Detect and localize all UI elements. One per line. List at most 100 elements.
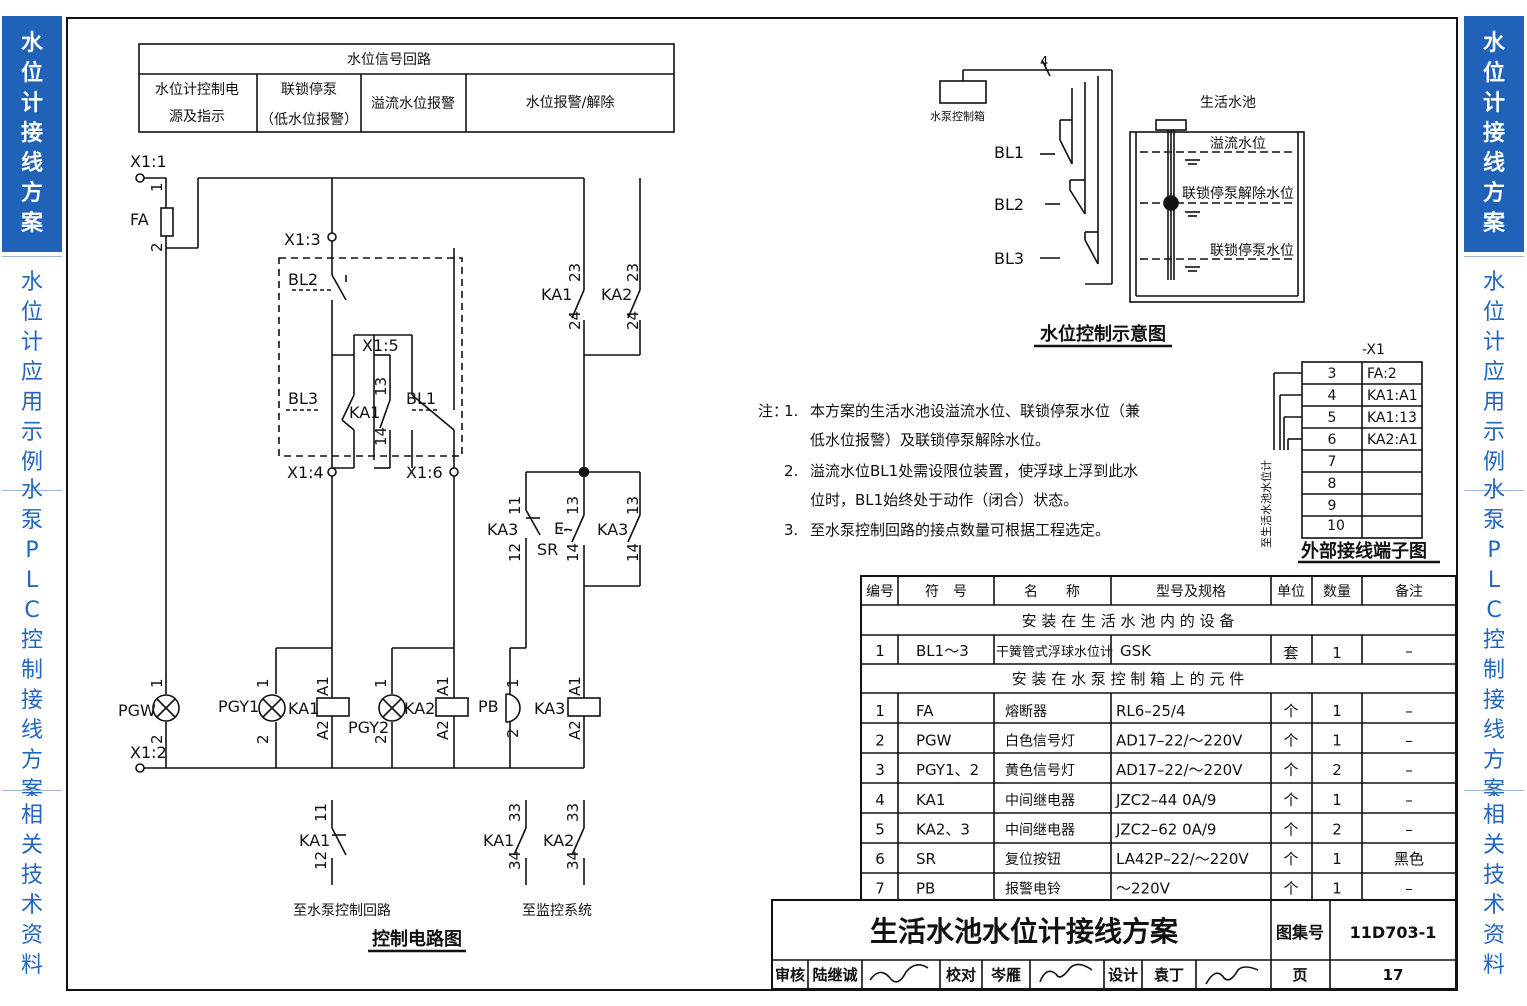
cell-sym: KA1: [916, 791, 945, 809]
th-unit: 单位: [1277, 584, 1305, 600]
design-label: 设计: [1108, 966, 1138, 984]
cell-note: –: [1405, 761, 1413, 779]
num-ka2-34: 34: [564, 851, 582, 870]
cell-qty: 1: [1332, 702, 1342, 720]
num-pgy1-1: 1: [254, 678, 272, 688]
label-to-monitor-system: 至监控系统: [522, 903, 592, 919]
header-col2-line2: （低水位报警）: [260, 112, 358, 128]
cell-no: 1: [875, 642, 885, 660]
page-number: 17: [1383, 966, 1404, 984]
cell-no: 6: [875, 850, 885, 868]
label-ka3-1112: KA3: [487, 520, 518, 539]
label-ka1-2324: KA1: [541, 285, 572, 304]
label-x1-6: X1:6: [406, 463, 443, 482]
cell-qty: 1: [1332, 644, 1342, 662]
right-tab-wiring-scheme[interactable]: 水位计接线方案: [1464, 16, 1524, 252]
cell-qty: 1: [1332, 791, 1342, 809]
cell-no: 5: [875, 820, 885, 838]
label-ka1-1112: KA1: [299, 831, 330, 850]
cell-model: AD17–22/～220V: [1116, 732, 1243, 750]
num-ka1-a1: A1: [314, 676, 332, 696]
cell-no: 2: [875, 732, 885, 750]
circuit-header-table: [138, 43, 675, 133]
circuit-caption: 控制电路图: [372, 928, 462, 950]
num-ka3-a1: A1: [566, 676, 584, 696]
terminal-caption: 外部接线端子图: [1301, 540, 1427, 562]
cell-sym: PB: [916, 880, 935, 898]
cell-model: LA42P–22/～220V: [1116, 850, 1249, 868]
header-col3: 溢流水位报警: [371, 96, 455, 112]
num-ka1-12: 12: [312, 851, 330, 870]
label-ka1-1314: KA1: [349, 403, 380, 422]
label-stop-level: 联锁停泵水位: [1210, 242, 1294, 259]
schematic-label-bl2: BL2: [994, 195, 1024, 214]
note-2-line2: 位时，BL1始终处于动作（闭合）状态。: [810, 491, 1078, 509]
num-pgy1-2: 2: [254, 734, 272, 744]
title-block-grid: [771, 899, 1457, 990]
cell-qty: 1: [1332, 880, 1342, 898]
review-label: 审核: [775, 966, 805, 984]
cell-name: 复位按钮: [1005, 851, 1061, 868]
section-box-components: 安 装 在 水 泵 控 制 箱 上 的 元 件: [1012, 670, 1244, 688]
num-fa-1: 1: [148, 182, 166, 192]
label-ka3-1314: KA3: [597, 520, 628, 539]
label-pb: PB: [478, 697, 499, 716]
label-bl3: BL3: [288, 389, 318, 408]
terminal-side-label: 至生活水池水位计: [1259, 460, 1273, 548]
circuit-header-title: 水位信号回路: [347, 52, 431, 68]
right-tab-plc-control[interactable]: 水泵PLC控制接线方案: [1464, 478, 1524, 803]
th-qty: 数量: [1323, 584, 1351, 600]
terminal-num: 9: [1328, 498, 1337, 514]
left-tab-application-example[interactable]: 水位计应用示例: [2, 262, 62, 484]
label-ka2-2324: KA2: [601, 285, 632, 304]
label-ka1-coil: KA1: [288, 699, 319, 718]
label-ka1-3334: KA1: [483, 831, 514, 850]
cell-unit: 个: [1283, 761, 1298, 779]
cell-note: –: [1405, 642, 1413, 660]
drawing-frame: [66, 17, 1458, 991]
num-ka3-a2: A2: [566, 720, 584, 740]
note-2-num: 2.: [784, 462, 798, 480]
label-x1-4: X1:4: [287, 463, 324, 482]
right-tab-application-example[interactable]: 水位计应用示例: [1464, 262, 1524, 484]
th-symbol: 符 号: [925, 584, 967, 600]
label-x1-3: X1:3: [284, 230, 321, 249]
label-overflow-level: 溢流水位: [1210, 136, 1266, 152]
check-label: 校对: [946, 966, 976, 984]
atlas-label: 图集号: [1276, 923, 1324, 942]
cell-no: 3: [875, 761, 885, 779]
schematic-caption: 水位控制示意图: [1040, 323, 1166, 345]
num-ka1-14: 14: [372, 427, 390, 446]
right-tab-related-docs[interactable]: 相关技术资料: [1464, 796, 1524, 986]
th-name: 名 称: [1024, 584, 1080, 600]
cell-note: 黑色: [1394, 850, 1424, 868]
cell-sym: SR: [916, 850, 936, 868]
num-ka2-24: 24: [624, 311, 642, 330]
num-pb-2: 2: [504, 728, 522, 738]
terminal-diagram: [1273, 361, 1440, 564]
cell-note: –: [1405, 880, 1413, 898]
label-wire-count: 4: [1040, 55, 1048, 70]
label-pgy2: PGY2: [348, 718, 389, 737]
cell-qty: 2: [1332, 761, 1342, 779]
num-ka1-33: 33: [506, 803, 524, 822]
num-ka1-34: 34: [506, 851, 524, 870]
num-ka3-13: 13: [624, 496, 642, 515]
cell-symbol: BL1～3: [916, 642, 969, 660]
left-tab-wiring-scheme[interactable]: 水位计接线方案: [2, 16, 62, 252]
cell-model: JZC2–62 0A/9: [1115, 820, 1216, 838]
num-ka1-23: 23: [566, 263, 584, 282]
left-tab-related-docs[interactable]: 相关技术资料: [2, 796, 62, 986]
num-ka2-33: 33: [564, 803, 582, 822]
num-ka3-11: 11: [506, 496, 524, 515]
th-model: 型号及规格: [1156, 584, 1226, 600]
cell-unit: 个: [1283, 732, 1298, 750]
th-no: 编号: [866, 584, 894, 600]
num-ka1-11: 11: [312, 803, 330, 822]
cell-name: 白色信号灯: [1005, 733, 1075, 750]
